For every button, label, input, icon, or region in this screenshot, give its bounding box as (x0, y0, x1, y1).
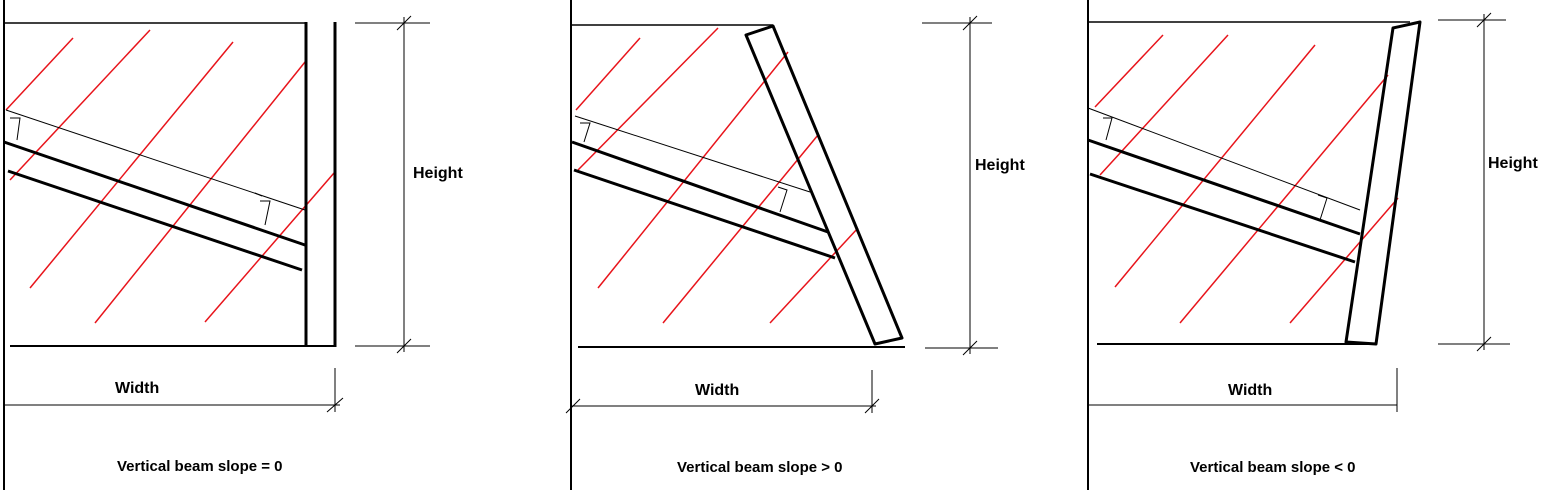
width-label: Width (115, 380, 159, 397)
hatch-area (5, 29, 335, 324)
thin-slope-line (574, 115, 811, 193)
sloped-beam-bottom (573, 168, 836, 260)
width-dimension (4, 368, 344, 413)
panel-caption: Vertical beam slope > 0 (677, 459, 843, 476)
sloped-beam-bottom (7, 169, 303, 272)
height-dimension (1438, 12, 1510, 352)
sloped-beam-top (3, 140, 306, 247)
panel-caption: Vertical beam slope = 0 (117, 458, 283, 475)
right-angle-mark (1103, 117, 1328, 221)
width-dimension (1088, 368, 1398, 412)
vertical-beam-tilted (744, 24, 904, 346)
height-label: Height (975, 157, 1025, 174)
right-angle-mark (580, 122, 788, 213)
height-label: Height (413, 165, 463, 182)
thin-slope-line (1087, 107, 1361, 211)
sloped-beam-bottom (1089, 172, 1356, 264)
panel-slope-zero: Height Width Vertical beam slope = 0 (3, 15, 463, 475)
height-label: Height (1488, 155, 1538, 172)
height-dimension (922, 15, 998, 356)
sloped-beam-top (1087, 138, 1361, 236)
hatch-area (575, 27, 859, 324)
width-dimension (565, 370, 880, 414)
panel-slope-positive: Height Width Vertical beam slope > 0 (565, 15, 1025, 476)
width-label: Width (695, 382, 739, 399)
panel-slope-negative: Height Width Vertical beam slope < 0 (1087, 12, 1538, 476)
sloped-beam-top (571, 140, 829, 234)
panel-caption: Vertical beam slope < 0 (1190, 459, 1356, 476)
right-angle-mark (10, 117, 271, 226)
height-dimension (355, 15, 430, 354)
width-label: Width (1228, 382, 1272, 399)
hatch-area (1094, 34, 1399, 324)
vertical-beam-tilted (1344, 20, 1422, 346)
